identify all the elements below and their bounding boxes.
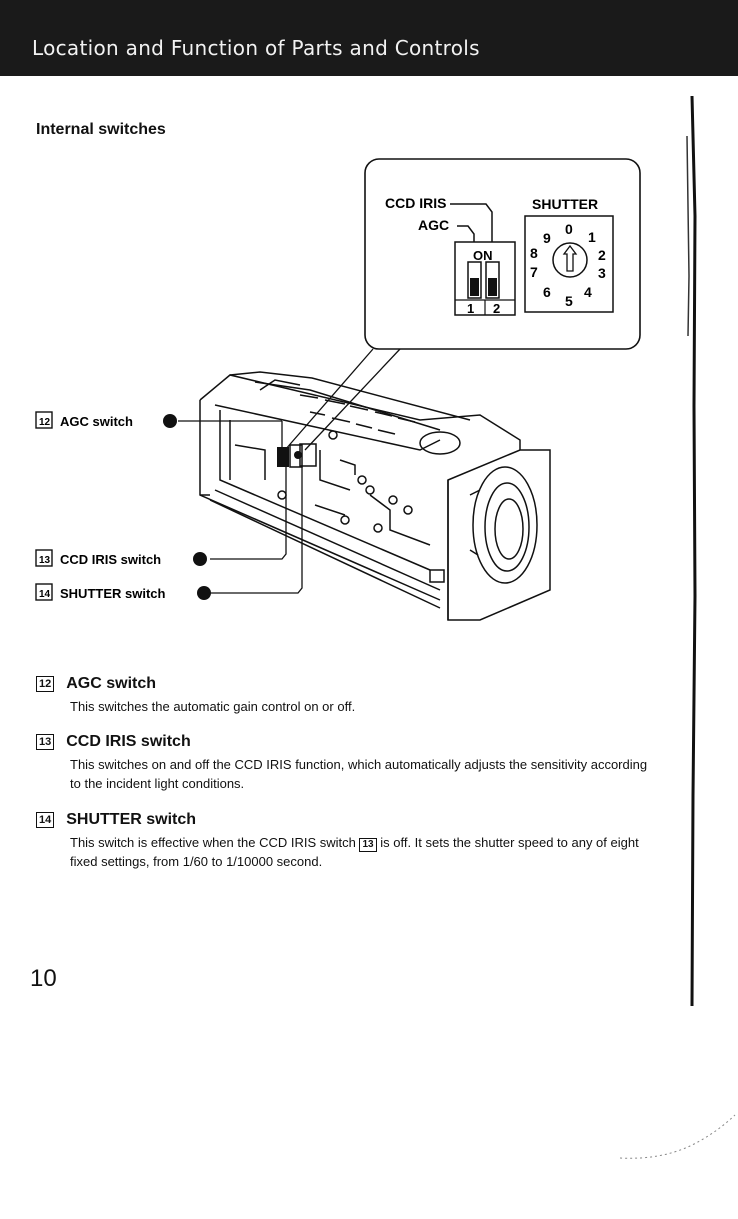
shutter-label: SHUTTER	[532, 196, 598, 212]
item-title: AGC switch	[66, 675, 157, 692]
dial-num-4: 4	[584, 284, 592, 300]
item-description: This switch is effective when the CCD IR…	[70, 833, 656, 871]
shutter-dial	[552, 242, 588, 278]
agc-switch-label: 12 AGC switch	[35, 411, 177, 429]
agc-label: AGC	[418, 217, 449, 233]
svg-text:12: 12	[39, 417, 51, 428]
camera-body	[199, 371, 551, 621]
item-description: This switches the automatic gain control…	[70, 699, 356, 714]
desc-before: This switch is effective when the CCD IR…	[70, 835, 356, 850]
page-header: Location and Function of Parts and Contr…	[0, 0, 738, 76]
dip-num-2: 2	[493, 301, 500, 316]
dial-num-8: 8	[530, 245, 538, 261]
svg-text:CCD IRIS switch: CCD IRIS switch	[60, 552, 161, 567]
item-number-box: 12	[36, 676, 55, 692]
desc-after: is off. It sets the shutter speed to any…	[70, 835, 639, 869]
shutter-switch-label: 14 SHUTTER switch	[35, 583, 211, 601]
item-agc-switch: 12 AGC switch This switches the automati…	[36, 675, 656, 716]
inline-ref-box: 13	[359, 838, 377, 852]
dial-num-5: 5	[565, 293, 573, 309]
dial-num-7: 7	[530, 264, 538, 280]
shutter-dial-box	[524, 215, 614, 313]
svg-text:SHUTTER switch: SHUTTER switch	[60, 586, 166, 601]
callout-box	[364, 158, 641, 350]
page-title: Location and Function of Parts and Contr…	[32, 36, 480, 60]
dial-num-6: 6	[543, 284, 551, 300]
ccd-iris-switch-part	[289, 444, 303, 468]
svg-text:AGC switch: AGC switch	[60, 414, 133, 429]
dial-num-2: 2	[598, 247, 606, 263]
item-shutter-switch: 14 SHUTTER switch This switch is effecti…	[36, 811, 656, 871]
item-number-box: 14	[36, 812, 55, 828]
page-number: 10	[30, 965, 57, 992]
item-title: CCD IRIS switch	[66, 733, 191, 750]
dial-num-0: 0	[565, 221, 573, 237]
agc-switch-part	[277, 447, 289, 467]
page-edge-shadow	[686, 76, 738, 1010]
dial-num-9: 9	[543, 230, 551, 246]
camera-internal-switch-diagram: CCD IRIS AGC ON 1 2 SHUTTER 0 1 2 3 4 5 …	[35, 158, 641, 621]
svg-text:13: 13	[39, 555, 51, 566]
ccd-iris-label: CCD IRIS	[385, 195, 446, 211]
dial-num-3: 3	[598, 265, 606, 281]
item-title: SHUTTER switch	[66, 811, 197, 828]
ccd-iris-switch-label: 13 CCD IRIS switch	[35, 549, 207, 567]
scan-smudge	[620, 1114, 736, 1159]
item-number-box: 13	[36, 734, 55, 750]
dip-num-1: 1	[467, 301, 474, 316]
item-ccd-iris-switch: 13 CCD IRIS switch This switches on and …	[36, 733, 656, 793]
dial-num-1: 1	[588, 229, 596, 245]
svg-text:14: 14	[39, 589, 51, 600]
item-description: This switches on and off the CCD IRIS fu…	[70, 757, 648, 791]
section-heading: Internal switches	[36, 121, 166, 138]
dip-on-label: ON	[473, 248, 493, 263]
